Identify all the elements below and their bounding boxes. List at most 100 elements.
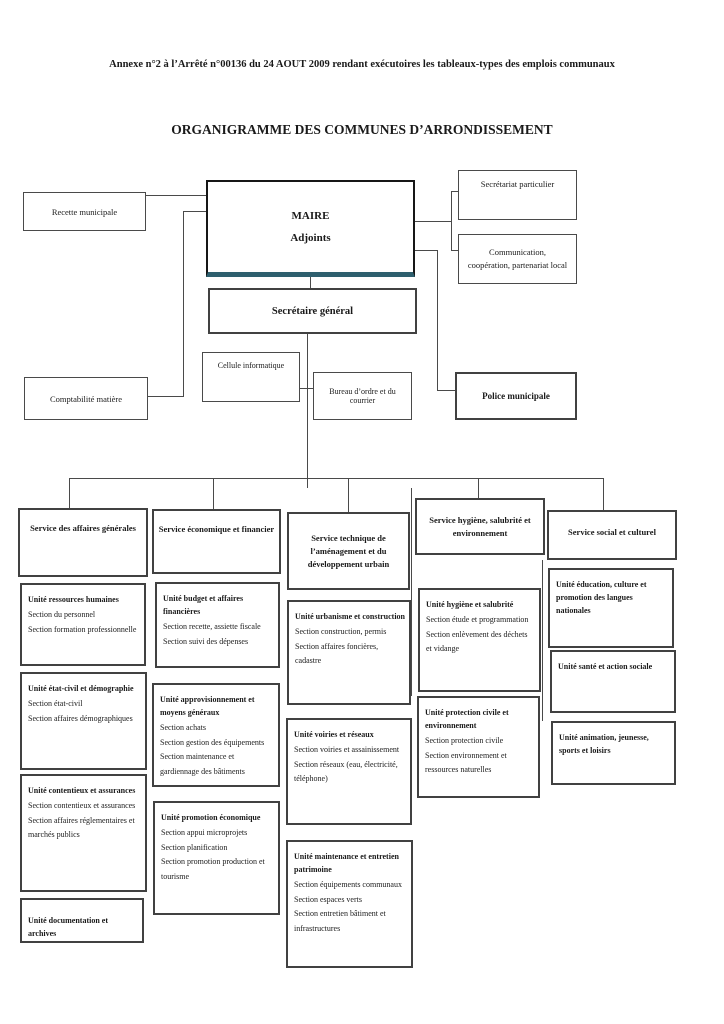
unit-title: Unité éducation, culture et promotion de… bbox=[556, 580, 647, 615]
unit-title: Unité budget et affaires financières bbox=[163, 594, 244, 616]
unit-section: Section planification bbox=[161, 842, 228, 852]
service-label: Service hygiène, salubrité et environnem… bbox=[429, 514, 531, 538]
node-bureau-ordre: Bureau d’ordre et du courrier bbox=[313, 372, 412, 420]
connector-line bbox=[310, 277, 311, 288]
unit-section: Section formation professionnelle bbox=[28, 624, 137, 634]
connector-line bbox=[183, 211, 184, 397]
service-affaires-generales: Service des affaires générales bbox=[18, 508, 148, 577]
unit-section: Section réseaux (eau, électricité, télép… bbox=[294, 759, 398, 784]
unit-section: Section affaires foncières, cadastre bbox=[295, 641, 379, 666]
connector-line bbox=[542, 560, 543, 721]
page-title: ORGANIGRAMME DES COMMUNES D’ARRONDISSEME… bbox=[171, 122, 553, 137]
unit-title: Unité protection civile et environnement bbox=[425, 708, 509, 730]
connector-line bbox=[300, 388, 313, 389]
service-label: Service des affaires générales bbox=[30, 523, 136, 533]
node-label: Secrétariat particulier bbox=[480, 179, 555, 189]
node-label: Police municipale bbox=[482, 391, 550, 401]
connector-line bbox=[69, 478, 603, 479]
unit-title: Unité ressources humaines bbox=[28, 595, 119, 604]
unit-sante-action-sociale: Unité santé et action sociale bbox=[550, 650, 676, 713]
unit-documentation: Unité documentation et archives bbox=[20, 898, 144, 943]
service-social-culturel: Service social et culturel bbox=[547, 510, 677, 560]
unit-section: Section étude et programmation bbox=[426, 615, 529, 624]
unit-section: Section affaires réglementaires et march… bbox=[28, 815, 135, 840]
unit-title: Unité contentieux et assurances bbox=[28, 786, 136, 795]
unit-section: Section appui microprojets bbox=[161, 828, 248, 837]
unit-section: Section maintenance et gardiennage des b… bbox=[160, 752, 245, 776]
node-maire: MAIRE Adjoints bbox=[206, 180, 415, 277]
unit-promotion-economique: Unité promotion économique Section appui… bbox=[153, 801, 280, 915]
node-label: Recette municipale bbox=[51, 206, 118, 217]
unit-budget: Unité budget et affaires financières Sec… bbox=[155, 582, 280, 668]
node-secretaire-general: Secrétaire général bbox=[208, 288, 417, 334]
unit-title: Unité état-civil et démographie bbox=[28, 684, 134, 693]
connector-line bbox=[437, 390, 455, 391]
unit-contentieux: Unité contentieux et assurances Section … bbox=[20, 774, 147, 892]
node-label: Bureau d’ordre et du courrier bbox=[329, 387, 396, 405]
connector-line bbox=[451, 250, 458, 251]
connector-line bbox=[307, 334, 308, 488]
connector-line bbox=[213, 478, 214, 509]
connector-line bbox=[415, 221, 451, 222]
unit-title: Unité promotion économique bbox=[161, 813, 261, 822]
connector-line bbox=[148, 396, 183, 397]
connector-line bbox=[348, 478, 349, 512]
service-hygiene-salubrite: Service hygiène, salubrité et environnem… bbox=[415, 498, 545, 555]
unit-section: Section état-civil bbox=[28, 699, 83, 708]
unit-section: Section construction, permis bbox=[295, 627, 387, 636]
service-label: Service économique et financier bbox=[158, 524, 275, 534]
unit-voiries: Unité voiries et réseaux Section voiries… bbox=[286, 718, 412, 825]
node-communication: Communication, coopération, partenariat … bbox=[458, 234, 577, 284]
service-label: Service social et culturel bbox=[568, 527, 656, 537]
unit-section: Section enlèvement des déchets et vidang… bbox=[426, 629, 528, 654]
unit-section: Section espaces verts bbox=[294, 894, 362, 904]
node-police-municipale: Police municipale bbox=[455, 372, 577, 420]
unit-approvisionnement: Unité approvisionnement et moyens généra… bbox=[152, 683, 280, 787]
unit-title: Unité urbanisme et construction bbox=[295, 612, 405, 621]
unit-title: Unité santé et action sociale bbox=[558, 662, 653, 671]
unit-education-culture: Unité éducation, culture et promotion de… bbox=[548, 568, 674, 648]
node-label: Secrétaire général bbox=[271, 305, 354, 317]
node-cellule-informatique: Cellule informatique bbox=[202, 352, 300, 402]
node-label: Comptabilité matière bbox=[50, 393, 122, 404]
unit-title: Unité voiries et réseaux bbox=[294, 730, 374, 739]
annexe-title: Annexe n°2 à l’Arrêté n°00136 du 24 AOUT… bbox=[109, 59, 615, 70]
node-comptabilite-matiere: Comptabilité matière bbox=[24, 377, 148, 420]
connector-line bbox=[437, 250, 438, 390]
connector-line bbox=[146, 195, 206, 196]
connector-line bbox=[415, 250, 437, 251]
unit-title: Unité hygiène et salubrité bbox=[426, 600, 514, 609]
maire-label: MAIRE bbox=[291, 210, 330, 222]
node-recette-municipale: Recette municipale bbox=[23, 192, 146, 231]
service-technique: Service technique de l’aménagement et du… bbox=[287, 512, 410, 590]
unit-section: Section voiries et assainissement bbox=[294, 745, 400, 754]
node-secretariat-particulier: Secrétariat particulier bbox=[458, 170, 577, 220]
service-label: Service technique de l’aménagement et du… bbox=[307, 532, 390, 569]
unit-ressources-humaines: Unité ressources humaines Section du per… bbox=[20, 583, 146, 666]
unit-protection-civile: Unité protection civile et environnement… bbox=[417, 696, 540, 798]
unit-section: Section du personnel bbox=[28, 610, 96, 619]
unit-section: Section gestion des équipements bbox=[160, 737, 265, 747]
unit-maintenance-patrimoine: Unité maintenance et entretien patrimoin… bbox=[286, 840, 413, 968]
connector-line bbox=[603, 478, 604, 510]
unit-title: Unité animation, jeunesse, sports et loi… bbox=[559, 733, 649, 755]
adjoints-label: Adjoints bbox=[290, 232, 331, 244]
unit-title: Unité documentation et archives bbox=[28, 916, 108, 938]
unit-etat-civil: Unité état-civil et démographie Section … bbox=[20, 672, 147, 770]
unit-section: Section entretien bâtiment et infrastruc… bbox=[294, 909, 386, 933]
node-label: Cellule informatique bbox=[217, 361, 285, 370]
unit-section: Section contentieux et assurances bbox=[28, 801, 136, 810]
unit-urbanisme: Unité urbanisme et construction Section … bbox=[287, 600, 411, 705]
service-economique-financier: Service économique et financier bbox=[152, 509, 281, 574]
connector-line bbox=[411, 488, 412, 696]
unit-title: Unité approvisionnement et moyens généra… bbox=[160, 695, 255, 717]
unit-animation-jeunesse: Unité animation, jeunesse, sports et loi… bbox=[551, 721, 676, 785]
unit-section: Section achats bbox=[160, 723, 206, 732]
connector-line bbox=[478, 478, 479, 498]
unit-section: Section protection civile bbox=[425, 736, 504, 745]
unit-title: Unité maintenance et entretien patrimoin… bbox=[294, 852, 399, 874]
unit-section: Section environnement et ressources natu… bbox=[425, 750, 507, 775]
unit-hygiene-salubrite: Unité hygiène et salubrité Section étude… bbox=[418, 588, 541, 692]
connector-line bbox=[183, 211, 206, 212]
